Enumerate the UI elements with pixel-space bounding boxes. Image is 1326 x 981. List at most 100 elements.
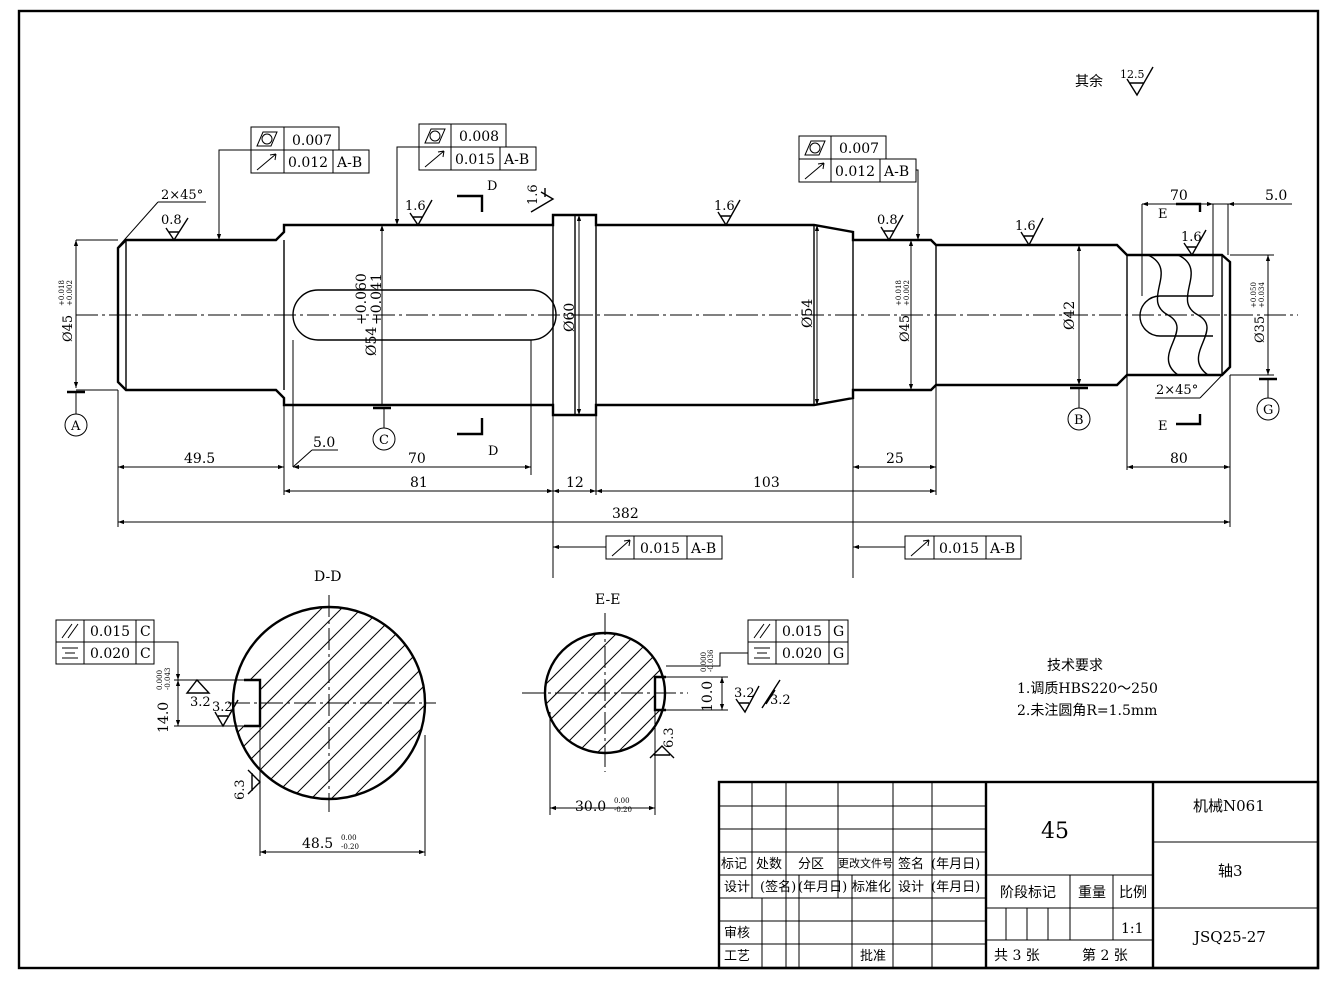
svg-text:-0.043: -0.043 <box>164 668 172 690</box>
fcf-box-2: 0.008 0.015 A-B <box>394 123 537 225</box>
shaft-main-view <box>76 213 1298 417</box>
runout-icon <box>256 153 277 171</box>
svg-text:30.0: 30.0 <box>575 799 606 815</box>
svg-text:G: G <box>833 646 844 662</box>
svg-text:(年月日): (年月日) <box>931 880 980 895</box>
svg-text:审核: 审核 <box>724 926 750 941</box>
keyway-slot-2 <box>1139 295 1213 337</box>
svg-text:处数: 处数 <box>756 857 782 872</box>
svg-text:+0.041: +0.041 <box>369 273 385 325</box>
svg-text:0.00: 0.00 <box>341 834 357 842</box>
svg-text:81: 81 <box>410 475 428 491</box>
svg-text:0.012: 0.012 <box>835 164 875 180</box>
section-ee: E-E 0.015 <box>522 592 849 815</box>
svg-text:C: C <box>140 646 151 662</box>
svg-text:重量: 重量 <box>1078 885 1106 901</box>
svg-text:-0.20: -0.20 <box>614 806 632 814</box>
svg-text:更改文件号: 更改文件号 <box>838 856 893 870</box>
general-roughness-label: 其余 <box>1075 73 1103 90</box>
runout-icon <box>804 162 825 180</box>
svg-text:49.5: 49.5 <box>184 451 215 467</box>
svg-text:共 3 张: 共 3 张 <box>994 948 1040 964</box>
fcf-box-5: 0.015 A-B <box>853 535 1022 560</box>
svg-text:25: 25 <box>886 451 904 467</box>
svg-text:A: A <box>70 419 81 434</box>
chamfer-left-label: 2×45° <box>161 188 203 203</box>
svg-text:A-B: A-B <box>883 164 909 180</box>
fcf-box-3: 0.007 0.012 A-B <box>798 135 921 240</box>
svg-text:C: C <box>379 433 389 448</box>
title-block: 标记 处数 分区 更改文件号 签名 (年月日) 设计 (签名) (年月日) 标准… <box>717 780 1320 970</box>
roughness-symbol-r16-keyway2: 1.6 <box>1181 229 1207 257</box>
tech-req-line-1: 1.调质HBS220～250 <box>1017 681 1158 697</box>
parallelism-icon <box>753 623 771 639</box>
svg-text:标记: 标记 <box>721 857 747 872</box>
svg-text:70: 70 <box>1170 188 1188 204</box>
drawing-frame <box>17 9 1320 970</box>
svg-text:(年月日): (年月日) <box>798 880 847 895</box>
svg-text:(签名): (签名) <box>760 879 796 895</box>
svg-text:1.6: 1.6 <box>526 184 541 205</box>
svg-text:+0.002: +0.002 <box>66 280 74 306</box>
section-dd-title: D-D <box>314 569 341 585</box>
svg-text:0.015: 0.015 <box>90 624 130 640</box>
svg-text:标准化: 标准化 <box>852 880 891 895</box>
svg-text:C: C <box>140 624 151 640</box>
section-e-top-letter: E <box>1158 207 1168 222</box>
svg-text:1:1: 1:1 <box>1121 921 1144 937</box>
svg-text:Ø45: Ø45 <box>898 315 913 342</box>
svg-text:B: B <box>1074 413 1084 428</box>
dia-42: Ø42 B <box>1062 245 1091 431</box>
svg-text:80: 80 <box>1170 451 1188 467</box>
svg-text:Ø60: Ø60 <box>562 303 578 332</box>
dia-35: Ø35 +0.050 +0.034 G <box>1230 254 1280 421</box>
svg-text:0.015: 0.015 <box>939 541 979 557</box>
symmetry-icon <box>754 647 770 659</box>
svg-text:A-B: A-B <box>336 155 362 171</box>
svg-text:工艺: 工艺 <box>724 949 750 964</box>
svg-text:48.5: 48.5 <box>302 836 333 852</box>
svg-text:0.00: 0.00 <box>614 797 630 805</box>
svg-text:签名: 签名 <box>898 856 924 872</box>
dia-45-left: Ø45 <box>61 315 76 342</box>
svg-text:+0.018: +0.018 <box>58 280 66 306</box>
part-name: 轴3 <box>1218 862 1243 880</box>
general-roughness-value: 12.5 <box>1120 68 1145 81</box>
runout-icon <box>910 539 930 557</box>
svg-text:-0.20: -0.20 <box>341 843 359 851</box>
svg-text:0.015: 0.015 <box>640 541 680 557</box>
dia-54-keyed: Ø54 +0.060 +0.041 C <box>354 225 396 451</box>
general-roughness-note: 其余 12.5 <box>1075 66 1154 97</box>
section-d-bottom-letter: D <box>488 444 498 459</box>
svg-text:0.008: 0.008 <box>459 129 499 145</box>
roughness-symbol-r16-d42: 1.6 <box>1015 217 1044 247</box>
svg-text:6.3: 6.3 <box>233 779 248 800</box>
runout-icon <box>424 150 445 168</box>
cylindricity-icon <box>424 128 446 144</box>
svg-text:1.6: 1.6 <box>1015 219 1036 234</box>
svg-text:第 2 张: 第 2 张 <box>1082 947 1128 964</box>
dia-60: Ø60 <box>562 215 582 415</box>
svg-text:批准: 批准 <box>860 949 886 964</box>
chamfer-left: 2×45° <box>117 188 206 248</box>
svg-text:382: 382 <box>612 506 639 522</box>
svg-text:A-B: A-B <box>690 541 716 557</box>
svg-text:阶段标记: 阶段标记 <box>1000 885 1056 901</box>
svg-text:-0.036: -0.036 <box>707 649 715 672</box>
svg-text:1.6: 1.6 <box>405 199 426 214</box>
svg-text:设计: 设计 <box>898 880 924 895</box>
company-name: 机械N061 <box>1193 797 1265 815</box>
svg-text:0.015: 0.015 <box>455 152 495 168</box>
svg-text:Ø54: Ø54 <box>800 299 816 328</box>
drawing-number: JSQ25-27 <box>1192 928 1266 946</box>
svg-text:70: 70 <box>408 451 426 467</box>
technical-requirements: 技术要求 1.调质HBS220～250 2.未注圆角R=1.5mm <box>1017 658 1158 719</box>
tech-req-title: 技术要求 <box>1047 658 1103 674</box>
svg-text:+0.060: +0.060 <box>354 273 370 325</box>
svg-text:12: 12 <box>566 475 584 491</box>
chamfer-right: 2×45° <box>1155 366 1231 399</box>
svg-text:A-B: A-B <box>989 541 1015 557</box>
dia-45-right: Ø45 +0.018 +0.002 <box>895 240 914 390</box>
dim-overall-length: 382 <box>118 506 1230 525</box>
